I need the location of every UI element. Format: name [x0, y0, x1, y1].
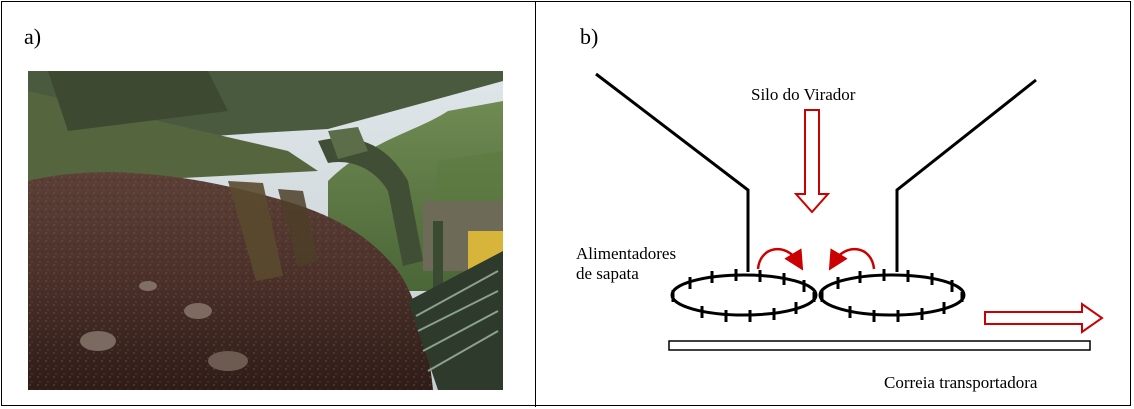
panel-divider — [535, 2, 536, 407]
feeders-label-line2: de sapata — [576, 264, 639, 283]
hopper-right-wall — [895, 78, 1037, 272]
feeder-diagram: Silo do Virador Alimentadores de sapata — [576, 72, 1104, 392]
left-curved-arrow — [756, 247, 804, 271]
hopper-left-wall — [595, 72, 750, 272]
down-arrow — [793, 109, 831, 214]
right-curved-arrow — [828, 247, 876, 271]
left-feeder — [670, 269, 818, 322]
silo-label: Silo do Virador — [751, 85, 856, 104]
belt-label: Correia transportadora — [884, 373, 1038, 392]
right-feeder — [818, 269, 966, 322]
feeders-label-line1: Alimentadores — [576, 244, 676, 263]
conveyor-belt — [668, 340, 1091, 351]
right-arrow — [984, 302, 1104, 334]
ore-photo — [28, 71, 503, 390]
panel-a-label: a) — [24, 24, 42, 49]
panel-b-label: b) — [580, 24, 599, 49]
